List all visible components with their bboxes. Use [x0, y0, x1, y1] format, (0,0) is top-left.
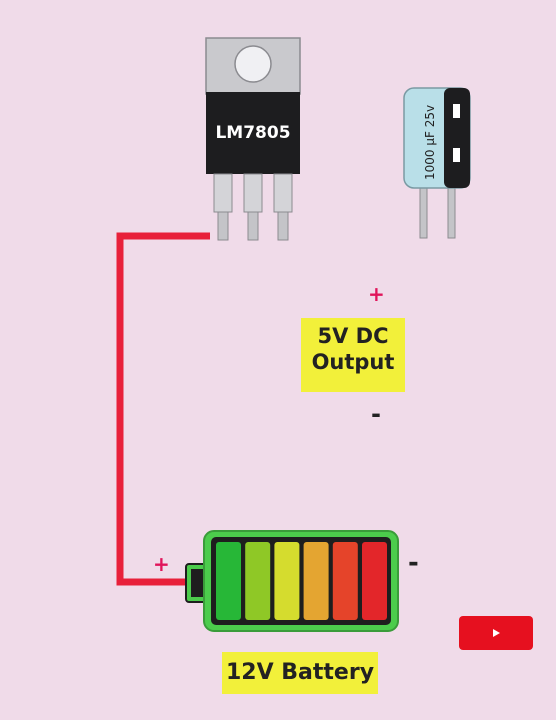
- output-plus-sign: +: [368, 282, 385, 306]
- battery-label: 12V Battery: [222, 652, 378, 694]
- output-label-line1: 5V DC: [317, 324, 389, 348]
- battery: [185, 530, 399, 632]
- battery-cell: [332, 542, 358, 620]
- output-minus-sign: -: [371, 400, 381, 428]
- battery-cell: [245, 542, 271, 620]
- input-wire: [116, 232, 210, 586]
- battery-minus-sign: -: [408, 548, 419, 578]
- battery-cell: [274, 542, 300, 620]
- play-triangle-icon: [493, 629, 500, 637]
- capacitor-label: 1000 µF 25v: [423, 105, 437, 180]
- output-label: 5V DC Output: [301, 318, 405, 392]
- lm7805-regulator: LM7805: [205, 37, 301, 241]
- output-label-line2: Output: [311, 350, 395, 375]
- regulator-label: LM7805: [215, 123, 290, 143]
- battery-cell: [362, 542, 387, 620]
- battery-cells: [216, 542, 387, 620]
- battery-plus-sign: +: [153, 552, 170, 576]
- youtube-play-icon[interactable]: [459, 616, 533, 650]
- battery-cell: [216, 542, 241, 620]
- battery-cell: [303, 542, 329, 620]
- capacitor: 1000 µF 25v: [403, 87, 471, 239]
